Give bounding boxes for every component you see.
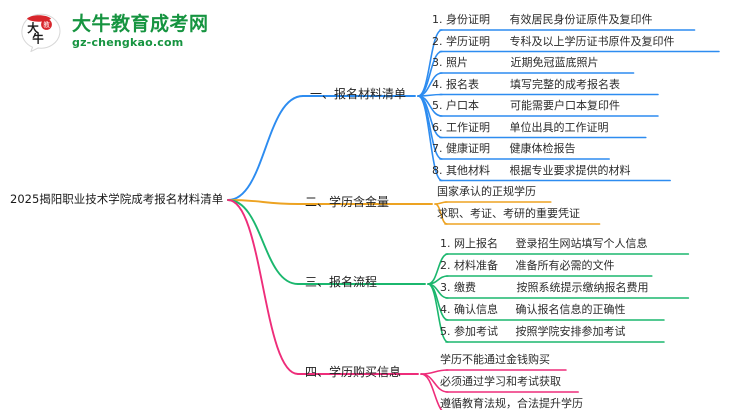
mindmap-leaf-description: 按照系统提示缴纳报名费用: [516, 281, 649, 294]
mindmap-leaf-node[interactable]: 学历不能通过金钱购买: [440, 354, 550, 368]
mindmap-edge: [434, 201, 448, 205]
mindmap-leaf-label: 7. 健康证明: [432, 142, 490, 155]
mindmap-leaf-description: 专科及以上学历证书原件及复印件: [509, 34, 675, 48]
mindmap-leaf-node[interactable]: 1. 身份证明 有效居民身份证原件及复印件: [432, 14, 653, 28]
mindmap-leaf-description: 按照学院安排参加考试: [515, 325, 626, 338]
mindmap-leaf-label: 2. 材料准备: [440, 259, 498, 272]
mindmap-leaf-label: 3. 照片: [432, 56, 468, 69]
logo-title: 大牛教育成考网: [72, 12, 209, 35]
mindmap-leaf-description: 近期免冠蓝底照片: [510, 56, 599, 69]
mindmap-root-node[interactable]: 2025揭阳职业技术学院成考报名材料清单: [10, 192, 224, 206]
mindmap-leaf-description: 填写完整的成考报名表: [510, 77, 620, 91]
logo-text: 大牛教育成考网 gz-chengkao.com: [72, 12, 209, 49]
mindmap-leaf-label: 1. 身份证明: [432, 13, 490, 26]
mindmap-leaf-label: 2. 学历证明: [432, 34, 490, 48]
mindmap-leaf-description: 健康体检报告: [509, 142, 576, 155]
mindmap-leaf-label: 8. 其他材料: [432, 163, 490, 177]
mindmap-leaf-description: 确认报名信息的正确性: [515, 303, 626, 316]
mindmap-branch-node[interactable]: 三、报名流程: [305, 275, 378, 289]
mindmap-edge: [227, 199, 299, 375]
mindmap-leaf-label: 求职、考证、考研的重要凭证: [437, 207, 580, 220]
mindmap-leaf-node[interactable]: 求职、考证、考研的重要凭证: [437, 208, 580, 222]
mindmap-leaf-description: 准备所有必需的文件: [515, 259, 615, 272]
mindmap-edge: [417, 93, 443, 97]
mindmap-leaf-label: 遵循教育法规，合法提升学历: [440, 397, 583, 410]
mindmap-leaf-description: 可能需要户口本复印件: [510, 99, 620, 112]
mindmap-edge: [227, 199, 299, 205]
mindmap-leaf-label: 6. 工作证明: [432, 120, 490, 134]
mindmap-leaf-node[interactable]: 3. 照片 近期免冠蓝底照片: [432, 57, 599, 71]
mindmap-leaf-node[interactable]: 5. 户口本 可能需要户口本复印件: [432, 100, 620, 114]
mindmap-leaf-label: 必须通过学习和考试获取: [440, 375, 561, 388]
svg-text:大: 大: [27, 21, 39, 35]
mindmap-leaf-label: 学历不能通过金钱购买: [440, 353, 550, 366]
mindmap-leaf-node[interactable]: 6. 工作证明 单位出具的工作证明: [432, 122, 609, 136]
svg-text:教: 教: [43, 20, 50, 29]
mindmap-leaf-node[interactable]: 5. 参加考试 按照学院安排参加考试: [440, 326, 626, 340]
mindmap-leaf-label: 国家承认的正规学历: [437, 185, 536, 198]
mindmap-leaf-label: 5. 参加考试: [440, 325, 498, 338]
mindmap-leaf-node[interactable]: 1. 网上报名 登录招生网站填写个人信息: [440, 238, 648, 252]
mindmap-leaf-node[interactable]: 3. 缴费 按照系统提示缴纳报名费用: [440, 282, 649, 296]
mindmap-leaf-description: 单位出具的工作证明: [509, 120, 609, 134]
mindmap-leaf-node[interactable]: 2. 材料准备 准备所有必需的文件: [440, 260, 615, 274]
mindmap-leaf-node[interactable]: 国家承认的正规学历: [437, 186, 536, 200]
mindmap-leaf-description: 登录招生网站填写个人信息: [515, 237, 648, 250]
mindmap-leaf-node[interactable]: 遵循教育法规，合法提升学历: [440, 398, 583, 412]
mindmap-leaf-node[interactable]: 必须通过学习和考试获取: [440, 376, 561, 390]
mindmap-leaf-node[interactable]: 7. 健康证明 健康体检报告: [432, 143, 576, 157]
mindmap-leaf-label: 1. 网上报名: [440, 237, 498, 250]
mindmap-leaf-label: 3. 缴费: [440, 281, 476, 294]
mindmap-leaf-node[interactable]: 2. 学历证明 专科及以上学历证书原件及复印件: [432, 36, 675, 50]
mindmap-leaf-node[interactable]: 8. 其他材料 根据专业要求提供的材料: [432, 165, 631, 179]
site-logo: 教 大 牛 大牛教育成考网 gz-chengkao.com: [18, 8, 228, 54]
daniu-logo-icon: 教 大 牛: [18, 10, 64, 53]
mindmap-leaf-label: 4. 报名表: [432, 77, 479, 91]
mindmap-edge: [420, 369, 449, 375]
mindmap-leaf-description: 根据专业要求提供的材料: [509, 163, 631, 177]
logo-subtitle: gz-chengkao.com: [72, 35, 184, 49]
mindmap-branch-node[interactable]: 二、学历含金量: [305, 195, 390, 209]
mindmap-leaf-description: 有效居民身份证原件及复印件: [509, 13, 653, 26]
mindmap-branch-node[interactable]: 一、报名材料清单: [310, 87, 407, 101]
mindmap-leaf-label: 4. 确认信息: [440, 303, 498, 316]
mindmap-edge: [227, 199, 299, 285]
mindmap-branch-node[interactable]: 四、学历购买信息: [305, 365, 402, 379]
mindmap-leaf-label: 5. 户口本: [432, 99, 479, 112]
mindmap-leaf-node[interactable]: 4. 报名表 填写完整的成考报名表: [432, 79, 620, 93]
svg-text:牛: 牛: [32, 32, 44, 46]
mindmap-edge: [227, 95, 304, 201]
mindmap-leaf-node[interactable]: 4. 确认信息 确认报名信息的正确性: [440, 304, 626, 318]
